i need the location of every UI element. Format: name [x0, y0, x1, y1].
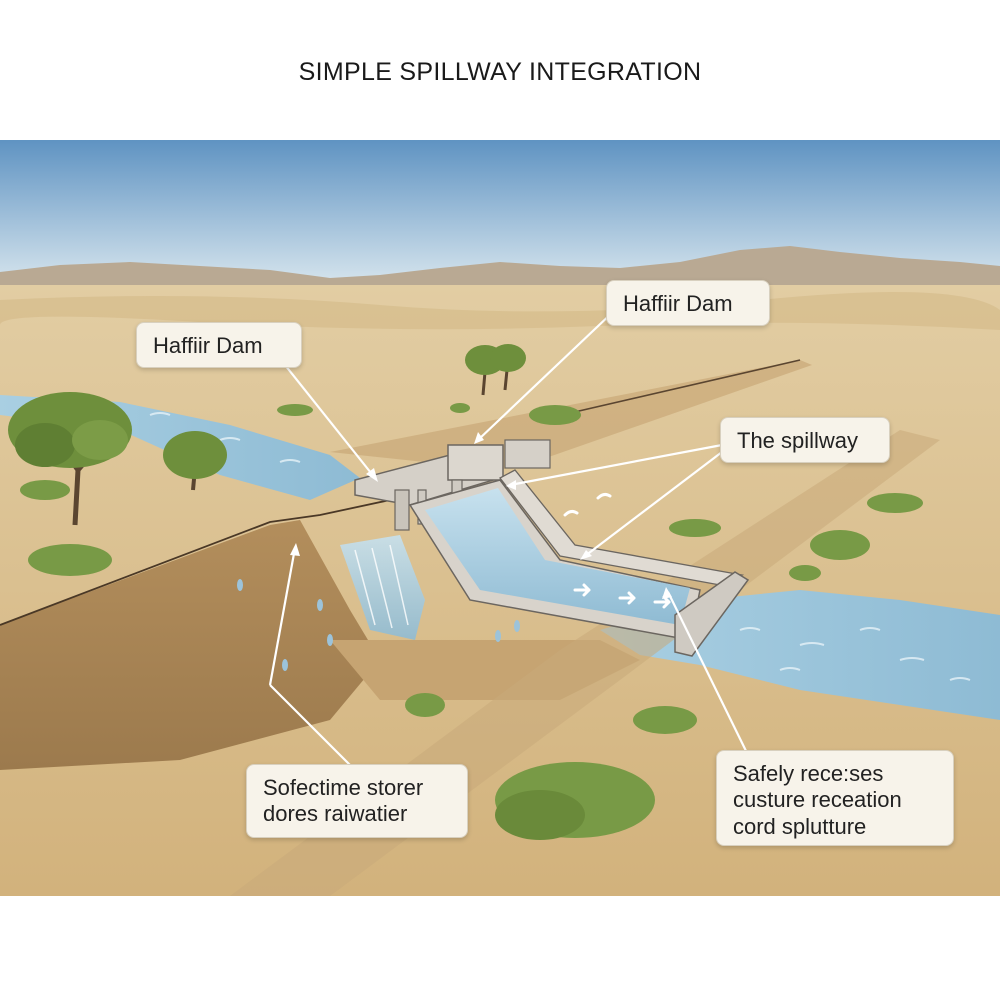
leader-arrowheads	[290, 432, 672, 599]
trench-near-wall-top	[0, 499, 391, 626]
tree-far	[465, 344, 526, 396]
label-spillway: The spillway	[720, 417, 890, 463]
trench-near-wall	[0, 520, 380, 770]
chute-side-wall	[499, 469, 745, 586]
label-safe-release: Safely rece:ses custure receation cord s…	[716, 750, 954, 846]
trench-far-edge	[539, 359, 801, 421]
upstream-side-wall	[504, 439, 551, 469]
tree-middle	[163, 431, 227, 491]
leader-lines	[268, 309, 749, 766]
label-hafir-dam-left: Haffiir Dam	[136, 322, 302, 368]
label-text: Haffiir Dam	[153, 333, 263, 358]
label-hafir-dam-right: Haffiir Dam	[606, 280, 770, 326]
label-line: custure receation	[733, 787, 902, 813]
diagram-title: SIMPLE SPILLWAY INTEGRATION	[298, 58, 702, 86]
label-line: cord splutture	[733, 813, 867, 839]
waterfall-streaks	[354, 544, 409, 629]
dam-pier	[394, 489, 410, 531]
label-line: Safely rece:ses	[733, 761, 884, 786]
tree-left	[8, 392, 132, 526]
label-line: dores raiwatier	[263, 801, 408, 827]
label-rainwater-storage: Sofectime storer dores raiwatier	[246, 764, 468, 838]
dam-tower	[447, 444, 504, 481]
shrubs	[20, 403, 923, 840]
label-line: Sofectime storer	[263, 775, 424, 800]
label-text: Haffiir Dam	[623, 291, 733, 316]
flow-arrows	[563, 492, 671, 609]
water-droplets	[237, 579, 520, 671]
desert-spillway-scene	[0, 140, 1000, 896]
spillway-chute-water	[425, 488, 690, 625]
end-sill	[674, 571, 750, 657]
label-text: The spillway	[737, 428, 859, 453]
water-ripples	[149, 412, 971, 681]
